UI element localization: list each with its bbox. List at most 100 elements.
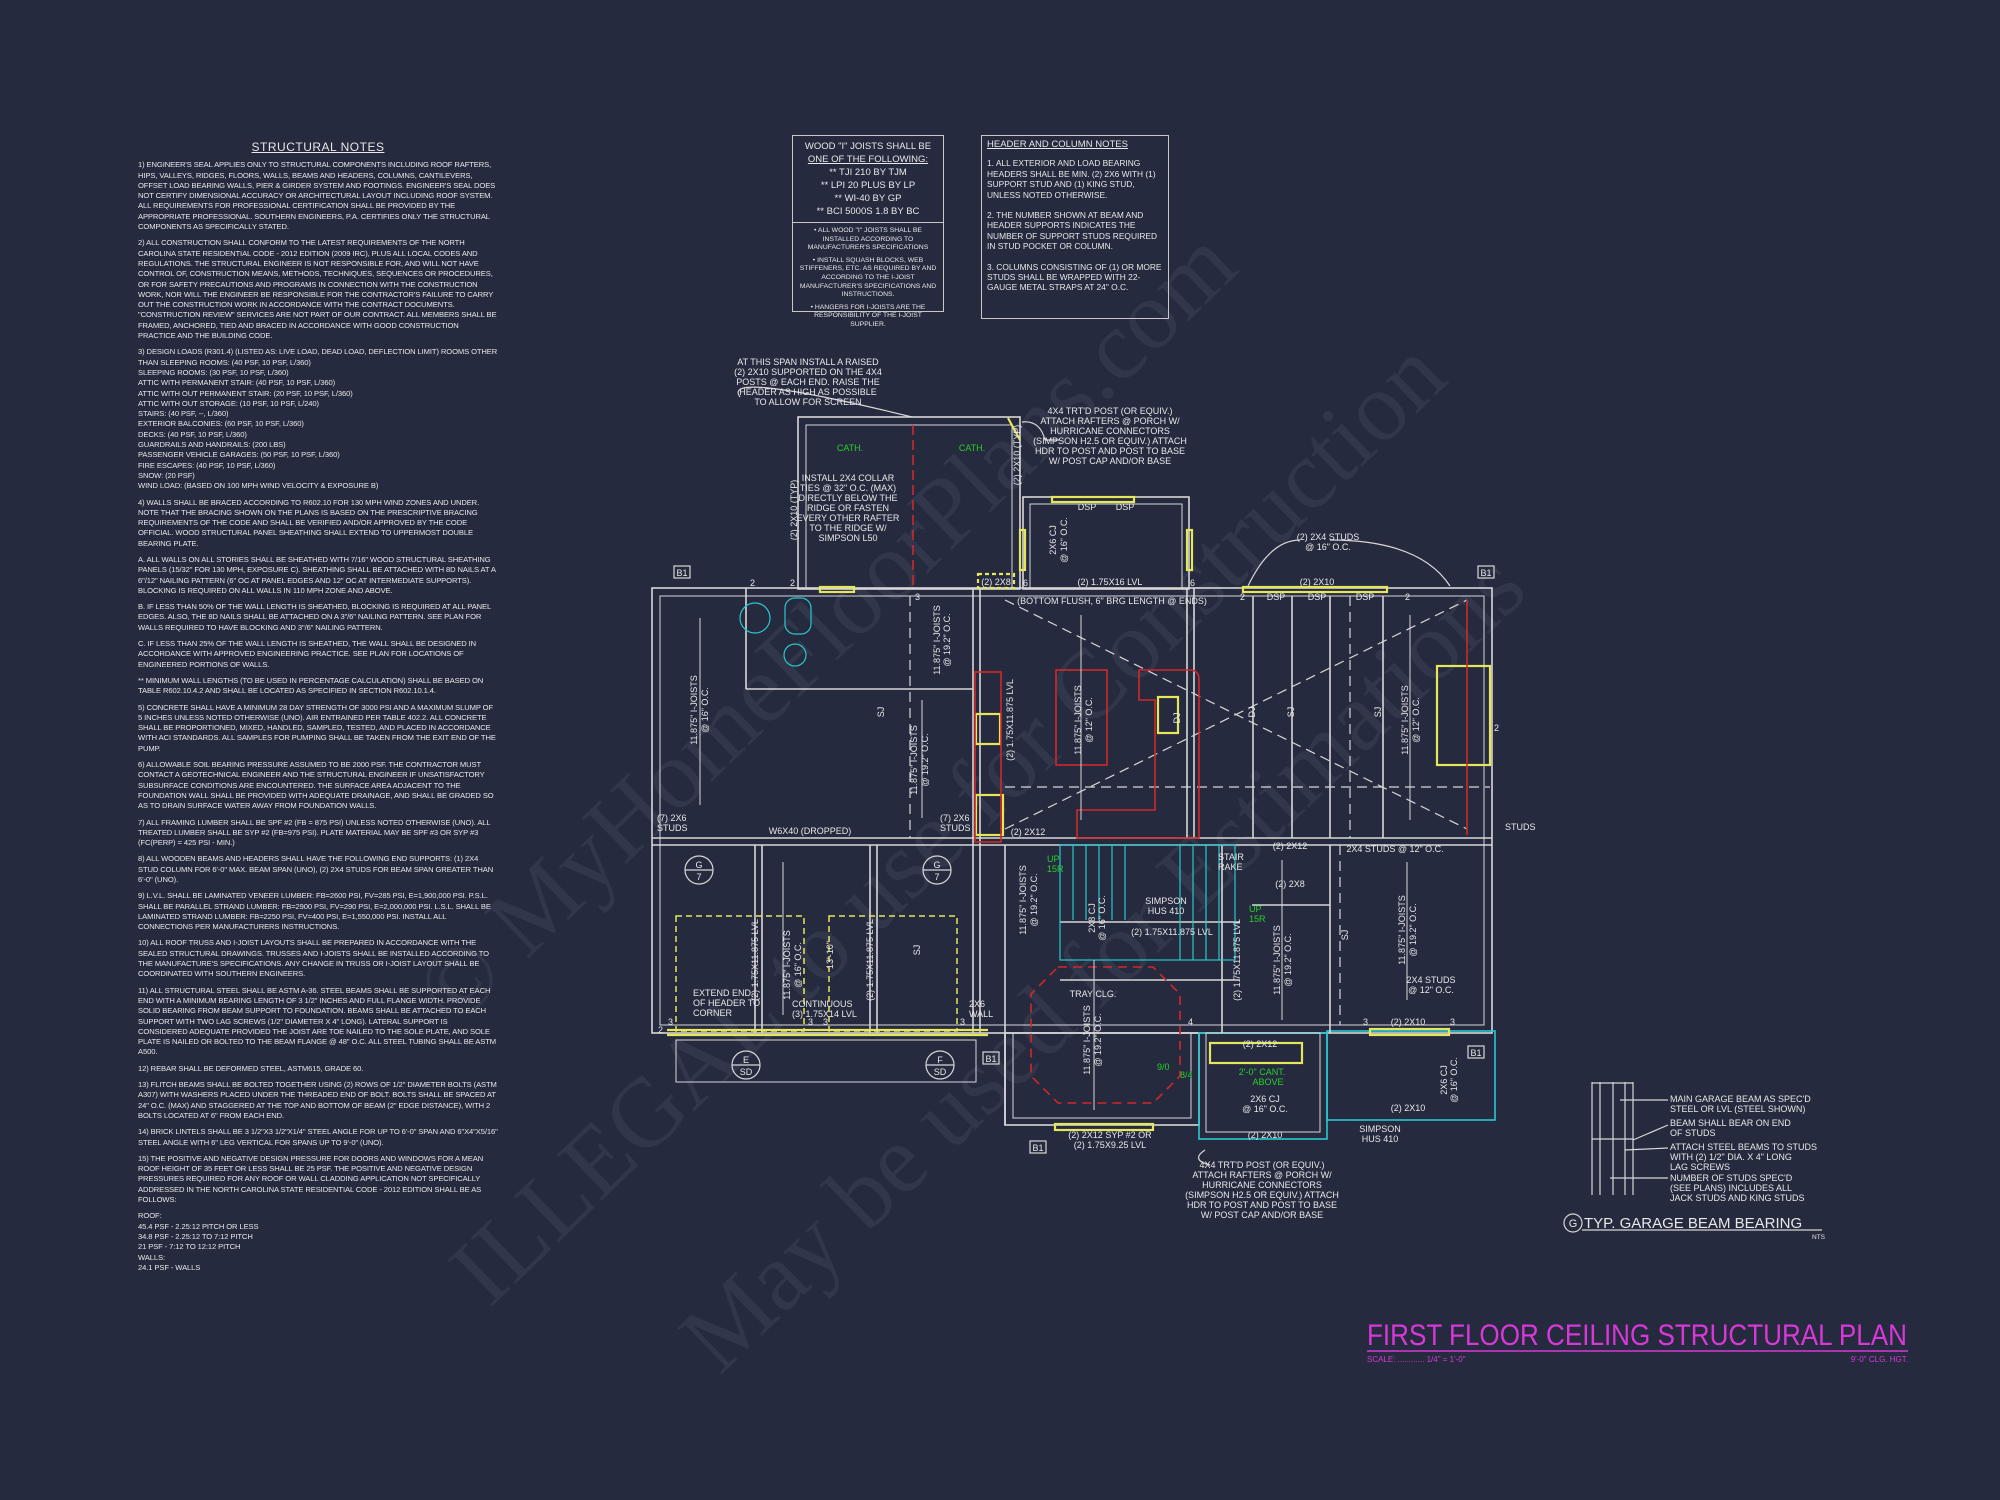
joist-label: @ 12" O.C. [1084,697,1094,743]
note: 5) CONCRETE SHALL HAVE A MINIMUM 28 DAY … [138,702,496,753]
note: 14) BRICK LINTELS SHALL BE 3 1/2"x3 1/2"… [138,1127,498,1147]
post-note-bottom: 4x4 TRT'D POST (OR EQUIV.) [1200,1160,1325,1170]
post-note-bottom: w/ POST CAP AND/OR BASE [1201,1210,1323,1220]
lvl-label: (2) 1.75x11.875 LVL [750,919,760,1001]
post-note-top: ATTACH RAFTERS @ PORCH w/ [1040,416,1180,426]
collar-note: TIES @ 32" O.C. (MAX) [800,483,896,493]
lvl-label: (2) 1.75x11.875 LVL [865,919,875,1001]
wall-label: WALL [969,1009,993,1019]
porch-header-label: (2) 2x10 (TYP) [1012,425,1022,486]
detail-callout: (SEE PLANS) INCLUDES ALL [1670,1183,1792,1193]
ijoist-note: • ALL WOOD "I" JOISTS SHALL BE INSTALLED… [807,227,929,252]
extend-header-note: CORNER [693,1008,733,1018]
studs-label: STUDS [940,823,971,833]
note: 6) ALLOWABLE SOIL BEARING PRESSURE ASSUM… [138,760,494,811]
marker-g: G [695,860,702,870]
studs-label: STUDS [1505,822,1536,832]
hanger-label: SIMPSON [1359,1124,1401,1134]
cj-label: 2x6 CJ [1250,1094,1280,1104]
structural-notes-title: STRUCTURAL NOTES [251,140,385,154]
cj-label: @ 16" O.C. [1242,1104,1288,1114]
stud-count: 2 [790,578,795,588]
collar-note: DIRECTLY BELOW THE [798,493,897,503]
post-note-bottom: HURRICANE CONNECTORS [1202,1180,1322,1190]
collar-note: SIMPSON L50 [818,533,877,543]
ijoist-option: ** LPI 20 PLUS BY LP [820,180,916,191]
sj-label: SJ [1340,930,1350,941]
joist-label: 11.875" I-JOISTS [932,605,942,675]
cj-label: 2x6 CJ [1439,1065,1449,1095]
note: 4) WALLS SHALL BE BRACED ACCORDING TO R6… [138,497,480,548]
note: B. IF LESS THAN 50% OF THE WALL LENGTH I… [138,602,491,632]
stud-count: 2 [658,1025,663,1035]
note: C. IF LESS THAN 25% OF THE WALL LENGTH I… [138,639,477,669]
header-label: (2) 2x12 [1273,841,1308,851]
post-note-bottom: (SIMPSON H2.5 OR EQUIV.) ATTACH [1185,1190,1339,1200]
header-label: (2) 1.75x9.25 LVL [1074,1140,1146,1150]
note: 7) ALL FRAMING LUMBER SHALL BE SPF #2 (F… [138,817,491,848]
lvl-label: (2) 1.75x11.875 LVL [1005,679,1015,761]
joist-label: @ 19.2" O.C. [942,613,952,666]
post-note-top: HURRICANE CONNECTORS [1050,426,1170,436]
header-label: (2) 2x8 [1275,879,1305,889]
collar-note: INSTALL 2x4 COLLAR [802,473,895,483]
sj-label: SJ [912,945,922,956]
detail-title: TYP. GARAGE BEAM BEARING [1584,1215,1802,1232]
note: 8) ALL WOODEN BEAMS AND HEADERS SHALL HA… [138,854,494,884]
header-notes-title: HEADER AND COLUMN NOTES [987,139,1128,150]
cantilever-label: ABOVE [1252,1077,1283,1087]
lvl-label: (2) 1.75x11.875 LVL [1131,927,1213,937]
wall-label: 2x6 [969,999,985,1009]
collar-note: TO THE RIDGE w/ [809,523,887,533]
dimension-label: 13'-10" [825,941,835,969]
detail-callout: BEAM SHALL BEAR ON END [1670,1118,1791,1128]
collar-note: RIDGE OR FASTEN [807,503,889,513]
collar-note: EVERY OTHER RAFTER [797,513,900,523]
joist-label: 11.875" I-JOISTS [1272,925,1282,995]
marker-b1: B1 [1470,1048,1481,1058]
detail-callout: STEEL OR LVL (STEEL SHOWN) [1670,1104,1805,1114]
plan-labels: AT THIS SPAN INSTALL A RAISED (2) 2x10 S… [657,357,1536,1220]
cath-label: CATH. [959,443,985,453]
studs-label: (7) 2x6 [657,813,687,823]
hanger-label: HUS 410 [1362,1134,1399,1144]
studs-label: @ 12" O.C. [1408,985,1454,995]
joist-label: @ 19.2" O.C. [1408,903,1418,956]
detail-callout: MAIN GARAGE BEAM AS SPEC'D [1670,1094,1811,1104]
post-note-top: (SIMPSON H2.5 OR EQUIV.) ATTACH [1033,436,1187,446]
header-label: (2) 2x12 SYP #2 OR [1068,1130,1152,1140]
cath-label: CATH. [837,443,863,453]
stud-count: 2 [750,578,755,588]
studs-label: @ 16" O.C. [1305,542,1351,552]
detail-callout: LAG SCREWS [1670,1162,1730,1172]
studs-label: 2x4 STUDS @ 12" O.C. [1346,844,1443,854]
cantilever-label: 2'-0" CANT. [1239,1067,1285,1077]
stud-count: 3 [1450,1017,1455,1027]
ijoist-heading: WOOD "I" JOISTS SHALL BE [804,141,932,152]
note: 11) ALL STRUCTURAL STEEL SHALL BE ASTM A… [138,985,496,1057]
note: 1) ENGINEER'S SEAL APPLIES ONLY TO STRUC… [138,160,496,232]
hanger-label: SIMPSON [1145,896,1187,906]
header-note: 2. THE NUMBER SHOWN AT BEAM AND HEADER S… [987,210,1158,252]
detail-marker: G [1569,1218,1578,1230]
up-label: UP [1249,904,1262,914]
joist-label: @ 19.2" O.C. [920,733,930,786]
continuous-note: (3) 1.75x14 LVL [792,1009,857,1019]
stud-count: 3 [1363,1017,1368,1027]
ceiling-height-label: 8/4 [1180,1070,1193,1080]
joist-label: @ 19.2" O.C. [1029,873,1039,926]
stud-count: 4 [1188,1017,1193,1027]
header-column-notes-box: HEADER AND COLUMN NOTES 1. ALL EXTERIOR … [981,135,1169,319]
marker-g: 7 [696,872,701,882]
stud-count: 3 [823,1017,828,1027]
joist-label: @ 19.2" O.C. [1283,933,1293,986]
raised-header-note: TO ALLOW FOR SCREEN [754,397,861,407]
post-note-top: 4x4 TRT'D POST (OR EQUIV.) [1048,406,1173,416]
dj-label: DJ [1172,713,1182,724]
detail-callout: WITH (2) 1/2" DIA. x 4" LONG [1670,1152,1792,1162]
drawing-title: FIRST FLOOR CEILING STRUCTURAL PLAN [1367,1319,1907,1352]
post-note-bottom: ATTACH RAFTERS @ PORCH w/ [1192,1170,1332,1180]
note: ** MINIMUM WALL LENGTHS (TO BE USED IN P… [138,675,484,696]
marker-f: SD [934,1067,947,1077]
